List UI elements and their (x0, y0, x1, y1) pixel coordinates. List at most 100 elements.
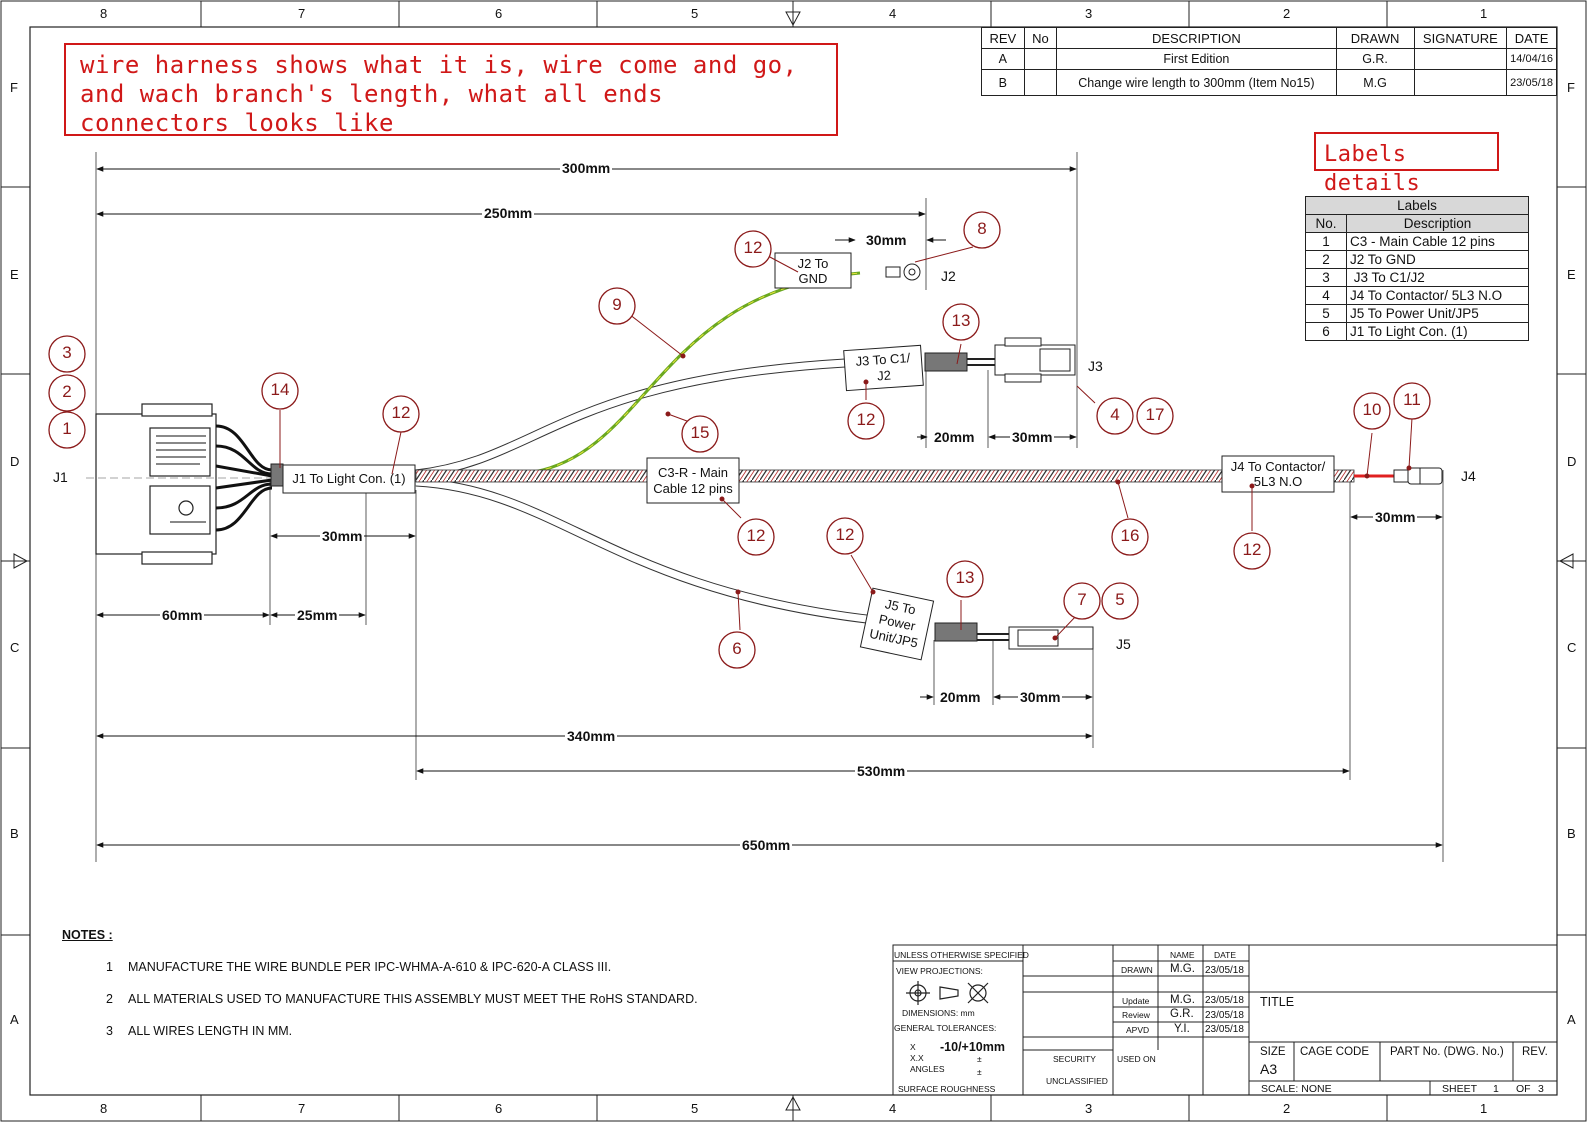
revision-row: B Change wire length to 300mm (Item No15… (981, 69, 1557, 96)
dim-30mm-j5: 30mm (1018, 689, 1063, 705)
tb-part-no: PART No. (DWG. No.) (1390, 1046, 1504, 1058)
j5-label-tag (859, 587, 935, 661)
balloon-circles (48, 211, 1431, 669)
tb-sheet: SHEET (1442, 1083, 1478, 1095)
dim-30mm-j2: 30mm (866, 232, 907, 248)
tb-x: X (910, 1042, 916, 1052)
tb-dimensions: DIMENSIONS: mm (902, 1008, 975, 1018)
balloon-10: 10 (1362, 400, 1382, 419)
j1-name: J1 (53, 469, 68, 485)
tb-date-header: DATE (1214, 950, 1237, 960)
zone-row-d-right: D (1567, 454, 1577, 469)
tb-update-name: M.G. (1170, 994, 1195, 1006)
tb-review: Review (1122, 1010, 1150, 1020)
tb-xx: X.X (910, 1053, 924, 1063)
dim-60mm: 60mm (160, 607, 205, 623)
heat-shrink-j3 (924, 352, 968, 372)
tb-unclassified: UNCLASSIFIED (1046, 1076, 1108, 1086)
tb-unless: UNLESS OTHERWISE SPECIFIED (894, 950, 1029, 960)
balloon-8: 8 (977, 219, 987, 238)
tb-of: OF (1516, 1083, 1531, 1095)
balloon-leaders (279, 246, 1413, 641)
zone-col-4: 4 (889, 6, 897, 21)
zone-row-b: B (10, 826, 19, 841)
zone-col-1-bottom: 1 (1480, 1101, 1488, 1116)
j4-tag-text: J4 To Contactor/ 5L3 N.O (1222, 459, 1334, 489)
tb-drawn: DRAWN (1121, 965, 1153, 975)
drawn-cell: M.G (1335, 69, 1415, 96)
harness-remark: wire harness shows what it is, wire come… (64, 43, 838, 137)
labels-title: Labels (1305, 196, 1529, 215)
signature-header: SIGNATURE (1413, 27, 1508, 49)
dim-30mm-j4: 30mm (1373, 509, 1418, 525)
tb-tolerance-value: -10/+10mm (940, 1040, 1005, 1054)
note-text: ALL MATERIALS USED TO MANUFACTURE THIS A… (128, 992, 698, 1006)
main-tag-line: C3-R - Main (657, 465, 729, 480)
balloon-12-j2: 12 (743, 238, 763, 257)
description-cell: Change wire length to 300mm (Item No15) (1056, 69, 1337, 96)
zone-row-e-right: E (1567, 267, 1576, 282)
branch-cables (415, 271, 876, 625)
tb-name-header: NAME (1170, 950, 1195, 960)
dim-300mm: 300mm (560, 160, 613, 176)
j4-name: J4 (1461, 468, 1476, 484)
zone-row-b-right: B (1567, 826, 1576, 841)
j3-name: J3 (1088, 358, 1103, 374)
j2-name: J2 (941, 268, 956, 284)
tb-apvd-date: 23/05/18 (1205, 1024, 1244, 1035)
note-number: 1 (106, 960, 113, 974)
zone-row-f-right: F (1567, 80, 1575, 95)
tb-pm: ± (977, 1054, 982, 1064)
date-cell: 23/05/18 (1506, 69, 1557, 96)
balloon-6: 6 (732, 639, 742, 658)
tb-security: SECURITY (1053, 1054, 1096, 1064)
tb-title: TITLE (1260, 995, 1295, 1009)
tb-review-date: 23/05/18 (1205, 1010, 1244, 1021)
tb-sheet-no: 1 (1493, 1083, 1499, 1095)
zone-row-a-right: A (1567, 1012, 1576, 1027)
balloon-11: 11 (1403, 390, 1421, 409)
balloon-15: 15 (690, 423, 710, 442)
j5-connector (977, 626, 1094, 650)
balloon-9: 9 (612, 295, 622, 314)
dim-650mm: 650mm (740, 837, 793, 853)
rev-cell: B (981, 69, 1025, 96)
zone-col-3-bottom: 3 (1085, 1101, 1093, 1116)
zone-row-c: C (10, 640, 20, 655)
j1-tag-text: J1 To Light Con. (1) (292, 471, 406, 486)
main-cable-tag (646, 457, 740, 504)
main-tag-line: Cable 12 pins (653, 481, 733, 496)
balloon-13-j5: 13 (955, 568, 975, 587)
j2-tag-line: J2 To (797, 256, 829, 271)
tb-angles: ANGLES (910, 1064, 945, 1074)
tb-surface: SURFACE ROUGHNESS (898, 1084, 996, 1094)
zone-col-5-bottom: 5 (691, 1101, 699, 1116)
balloon-13-j3: 13 (951, 311, 971, 330)
j1-wires (215, 424, 273, 532)
tb-update-date: 23/05/18 (1205, 995, 1244, 1006)
dim-20mm-j3: 20mm (934, 429, 975, 445)
j2-tag-text: J2 To GND (775, 256, 851, 286)
label-description: J1 To Light Con. (1) (1346, 322, 1529, 341)
balloon-14: 14 (270, 380, 290, 399)
zone-col-1: 1 (1480, 6, 1488, 21)
labels-details-remark: Labels details (1314, 132, 1499, 196)
tb-update: Update (1122, 996, 1150, 1006)
zone-col-2-bottom: 2 (1283, 1101, 1291, 1116)
j2-tag-line: GND (798, 271, 828, 286)
j1-connector (86, 403, 270, 565)
tb-total: 3 (1538, 1083, 1544, 1095)
note-text: ALL WIRES LENGTH IN MM. (128, 1024, 293, 1038)
zone-col-8-bottom: 8 (100, 1101, 108, 1116)
balloon-2: 2 (62, 382, 72, 401)
j2-label-tag (774, 252, 852, 289)
balloon-12-j3: 12 (856, 410, 876, 429)
balloon-16: 16 (1120, 526, 1140, 545)
description-cell: First Edition (1056, 48, 1337, 70)
extension-lines (95, 152, 1444, 862)
j4-terminal (1393, 467, 1443, 485)
balloon-17: 17 (1145, 405, 1165, 424)
